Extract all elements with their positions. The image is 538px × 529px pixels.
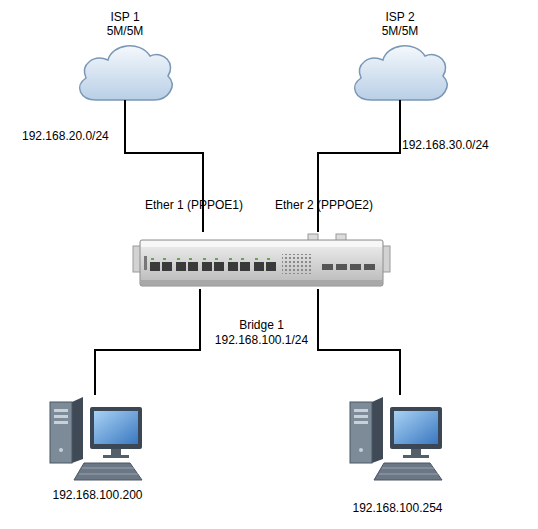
network-link (125, 100, 203, 232)
network-link (95, 289, 200, 395)
cloud-node: ISP 15M/5M (75, 10, 175, 100)
cloud-shape (355, 46, 447, 100)
vent-grille (282, 254, 312, 274)
subnet-label: 192.168.30.0/24 (402, 138, 489, 152)
cloud-node: ISP 25M/5M (350, 10, 450, 100)
node-label: ISP 1 (75, 10, 175, 24)
node-label: 192.168.100.254 (345, 501, 450, 515)
node-label: 5M/5M (350, 24, 450, 38)
computer-symbol (350, 397, 442, 480)
cloud-outline (355, 46, 447, 100)
router-body (140, 240, 383, 286)
ethernet-ports (150, 262, 276, 271)
computer-symbol (50, 397, 142, 480)
subnet-label: 192.168.20.0/24 (22, 129, 109, 143)
network-link (318, 100, 400, 232)
node-label: 5M/5M (75, 24, 175, 38)
node-label: 192.168.100.200 (45, 488, 150, 502)
port-label: Ether 1 (PPPOE1) (145, 198, 243, 212)
computer-node: 192.168.100.200 (45, 395, 150, 483)
node-label: ISP 2 (350, 10, 450, 24)
console-port (144, 256, 147, 270)
node-label: Bridge 1 (133, 318, 390, 332)
cloud-shape (80, 46, 172, 100)
port-label: Ether 2 (PPPOE2) (275, 198, 373, 212)
router-top-strip (141, 241, 382, 247)
router-symbol (133, 234, 390, 286)
sfp-ports (322, 264, 375, 270)
cloud-outline (80, 46, 172, 100)
router-node: Bridge 1192.168.100.1/24 (133, 232, 390, 289)
router-bottom-strip (141, 280, 382, 285)
computer-node: 192.168.100.254 (345, 395, 450, 483)
port-leds (151, 258, 270, 260)
network-link (318, 289, 400, 395)
node-label: 192.168.100.1/24 (133, 333, 390, 347)
